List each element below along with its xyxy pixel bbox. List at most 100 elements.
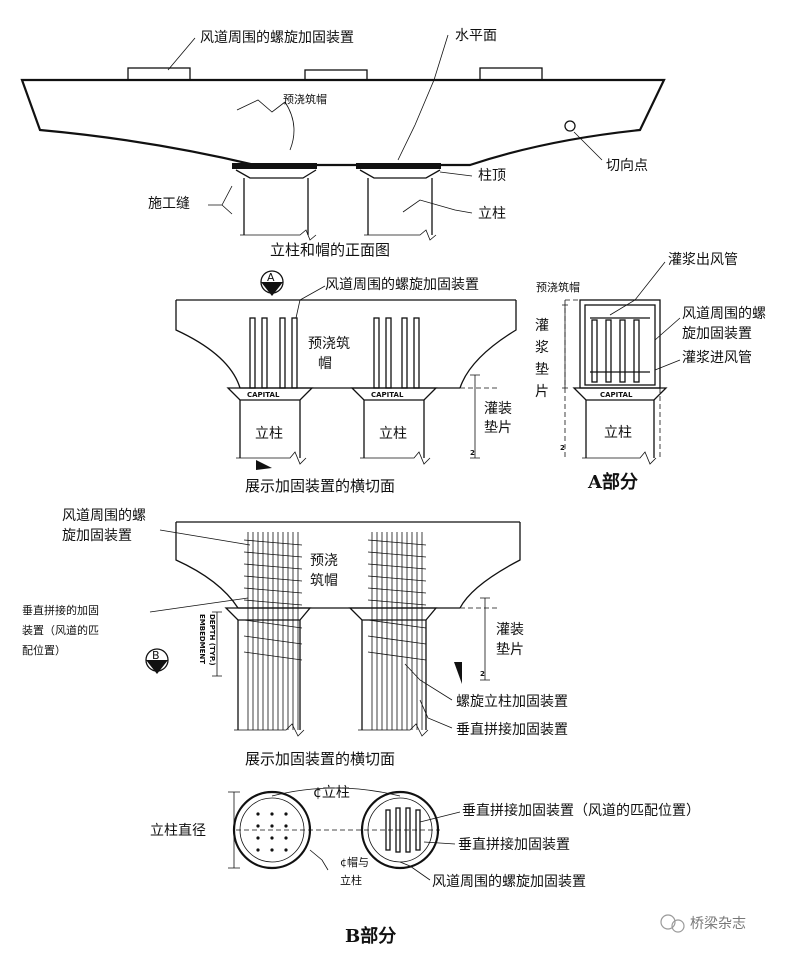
duct-pad: [479, 67, 543, 81]
label-spiral-2: 旋加固装置: [62, 528, 132, 544]
leader-vertical-splice: [419, 699, 453, 729]
capital-left: [235, 169, 317, 179]
diameter-dim: [228, 791, 240, 869]
column-top-left: [232, 163, 317, 169]
slab-right-edge: [459, 300, 517, 389]
detail-a: CAPITAL 立柱 灌 浆 垫 片 2 灌浆出风管 预浇筑帽 风道周围的螺 旋…: [535, 252, 766, 493]
label-column-1: 立柱: [255, 426, 283, 442]
leader-horizontal: [397, 34, 449, 161]
label-spiral-1: 风道周围的螺: [682, 306, 766, 322]
caption-section-b: 展示加固装置的横切面: [245, 750, 395, 768]
label-cl-column: ¢立柱: [313, 785, 350, 801]
watermark-text: 桥梁杂志: [690, 916, 746, 932]
slab-right-edge: [459, 522, 521, 609]
leader-spiral: [167, 37, 196, 71]
caption-part-a: A部分: [587, 471, 638, 493]
dim-2: 2: [560, 444, 565, 452]
cross-section-b: EMBEDMENT DEPTH (TYP.) B 2 灌装 垫片 风道周围的螺 …: [22, 508, 568, 768]
grout-v-4: 片: [535, 384, 549, 400]
label-horizontal: 水平面: [455, 28, 497, 44]
break-line: [364, 229, 437, 241]
label-joint: 施工缝: [148, 196, 190, 212]
label-vertical-1: 垂直拼接的加固: [22, 603, 99, 617]
label-grout-2: 垫片: [496, 642, 524, 658]
label-inlet: 灌浆进风管: [682, 350, 752, 366]
label-vertical-duct: 垂直拼接加固装置（风道的匹配位置）: [462, 802, 700, 819]
label-cap-cl-1: ¢帽与: [340, 856, 369, 869]
caption-part-b: B部分: [345, 925, 396, 947]
cross-section-a: A CAPITAL CAPITAL 立柱 立柱: [175, 270, 517, 495]
leader-spiral: [295, 285, 326, 319]
leader-inlet: [654, 359, 681, 371]
grout-v-1: 灌: [535, 318, 549, 334]
leader-precast: [236, 99, 295, 151]
leader-vertical-splice: [423, 841, 456, 845]
section-arrow-bottom: [256, 460, 272, 470]
duct-pad: [127, 67, 191, 81]
label-precast-1: 预浇: [310, 553, 338, 569]
label-vertical-splice: 垂直拼接加固装置: [456, 721, 568, 738]
label-grout-1: 灌装: [496, 622, 524, 638]
rebar-bundle-left: [243, 532, 303, 730]
grout-dimension: [470, 374, 480, 459]
leader-outlet: [609, 261, 666, 316]
rebar-bundle-right: [367, 532, 427, 730]
column-left: [243, 178, 309, 235]
elevation-view: 风道周围的螺旋加固装置 水平面 预浇筑帽 切向点 柱顶 施工缝 立柱 立柱和帽的…: [20, 28, 666, 259]
slab-left-edge: [175, 522, 239, 609]
capital-text-right: CAPITAL: [371, 391, 404, 399]
column-right: [367, 178, 433, 235]
label-column: 立柱: [478, 206, 506, 222]
label-precast: 预浇筑帽: [283, 92, 327, 106]
label-spiral: 风道周围的螺旋加固装置: [325, 277, 479, 293]
break-line: [582, 451, 657, 465]
watermark: 桥梁杂志: [660, 914, 746, 933]
dim-2: 2: [470, 449, 475, 457]
duct-rods-right: [373, 317, 420, 389]
break-line: [236, 451, 307, 465]
leader-spiral-column: [404, 663, 453, 701]
label-cap-cl-2: 立柱: [340, 873, 362, 887]
plan-view-b: ¢立柱 立柱直径 ¢帽与 立柱 垂直拼接加固装置（风道的匹配位置） 垂直拼接加固…: [150, 785, 700, 947]
columns: [237, 620, 427, 730]
label-outlet: 灌浆出风管: [668, 252, 738, 268]
break-line: [234, 723, 305, 737]
cl-dimension: [271, 787, 401, 797]
column-top-right: [356, 163, 441, 169]
detail-rods: [590, 317, 650, 383]
cap-inner: [584, 304, 656, 386]
grout-v-3: 垫: [535, 362, 549, 378]
column-detail: [585, 400, 655, 458]
label-precast-1: 预浇筑: [308, 336, 350, 352]
label-tangent: 切向点: [606, 158, 648, 174]
label-grout-1: 灌装: [484, 401, 512, 417]
duct-rods-left: [249, 317, 298, 389]
label-precast-2: 帽: [318, 356, 332, 372]
leader-joint: [208, 185, 233, 215]
label-column-top: 柱顶: [478, 168, 506, 184]
leader-spiral: [159, 529, 251, 546]
section-arrow: [261, 282, 283, 296]
leader-tangent: [573, 131, 603, 161]
column-circle-right: [360, 790, 440, 870]
label-spiral: 风道周围的螺旋加固装置: [200, 30, 354, 46]
label-spiral-2: 旋加固装置: [682, 326, 752, 342]
label-vertical-2: 装置（风道的匹: [22, 623, 99, 637]
dim-2: 2: [480, 670, 485, 678]
duct-bars-right: [385, 807, 421, 853]
deck-slab-outline: [20, 78, 666, 167]
grout-v-2: 浆: [535, 340, 549, 356]
label-spiral: 风道周围的螺旋加固装置: [432, 874, 586, 890]
slab-left-edge: [175, 300, 241, 389]
caption-elevation: 立柱和帽的正面图: [270, 241, 390, 259]
capital-text-left: CAPITAL: [247, 391, 280, 399]
leader-vertical: [149, 597, 249, 613]
label-column-2: 立柱: [379, 426, 407, 442]
label-spiral-column: 螺旋立柱加固装置: [456, 694, 568, 710]
section-mark-b: B: [152, 649, 160, 662]
wechat-icon: [660, 914, 676, 930]
section-arrow: [146, 660, 168, 674]
tangent-point-marker: [564, 120, 576, 132]
label-vertical-splice: 垂直拼接加固装置: [458, 836, 570, 853]
